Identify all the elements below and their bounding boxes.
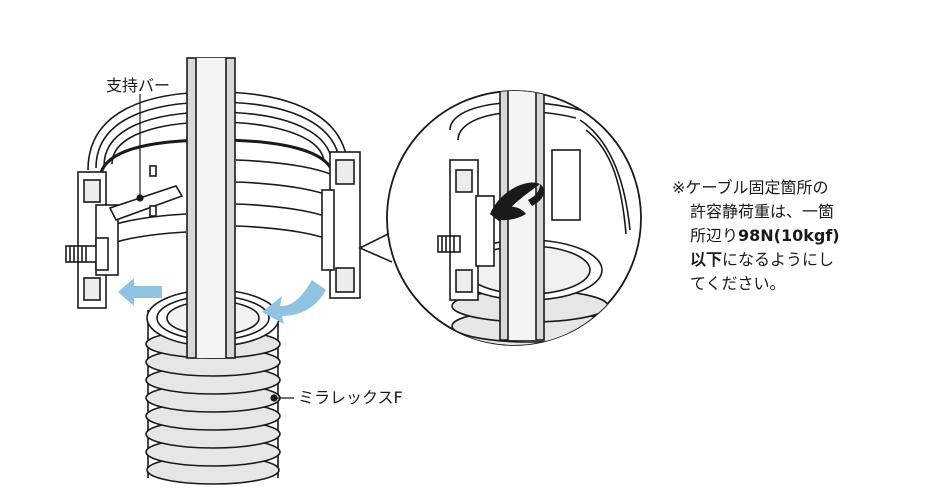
leader-lines-left <box>136 94 294 402</box>
left-arrow-icon <box>118 278 162 306</box>
corrugated-pipe <box>145 289 281 485</box>
note-line-4-text: になるようにし <box>722 250 835 269</box>
note-line-3: 所辺り98N(10kgf) <box>672 224 922 248</box>
support-bar <box>108 165 184 221</box>
right-clamp-bracket <box>321 151 361 299</box>
load-note: ※ケーブル固定箇所の 許容静荷重は、一箇 所辺り98N(10kgf) 以下になる… <box>672 176 922 296</box>
left-bolt <box>65 237 109 271</box>
note-line-5: てください。 <box>690 274 786 293</box>
vertical-pole <box>186 57 236 359</box>
left-illustration <box>65 57 361 485</box>
callout-pointer <box>358 229 397 263</box>
note-line-3-text: 所辺り <box>690 226 739 245</box>
zoom-callout <box>358 90 642 346</box>
pipe-label: ミラレックスF <box>298 388 403 407</box>
note-load-value: 98N(10kgf) <box>738 226 840 245</box>
rotation-arrows <box>118 278 326 324</box>
support-bar-label: 支持バー <box>106 76 171 95</box>
note-line-1: ※ケーブル固定箇所の <box>672 178 829 197</box>
curved-arrow-icon <box>262 280 326 324</box>
note-limit-word: 以下 <box>690 250 723 269</box>
cable-tie-icon <box>490 182 545 222</box>
note-line-2: 許容静荷重は、一箇 <box>690 202 835 221</box>
note-line-4: 以下になるようにし <box>672 248 922 272</box>
